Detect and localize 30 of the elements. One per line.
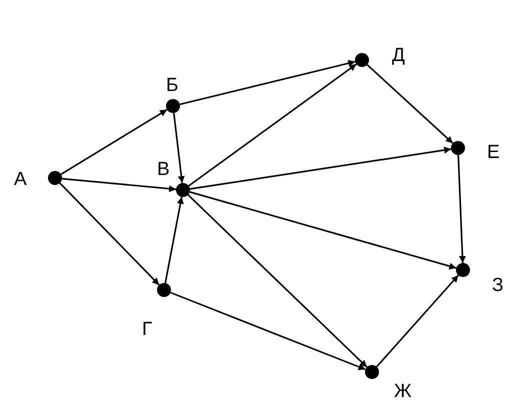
arrow (62, 178, 176, 192)
graph-vertex (166, 99, 180, 113)
graph-vertex (451, 141, 465, 155)
arrow (164, 196, 184, 284)
graph-vertex (456, 263, 470, 277)
vertex-label: Г (142, 320, 152, 339)
graph-vertex (355, 53, 369, 67)
graph-vertex (365, 365, 379, 379)
arrow (60, 108, 168, 176)
arrow (188, 63, 357, 187)
arrow (187, 194, 368, 368)
vertex-label: Ж (394, 382, 412, 400)
vertex-label: В (157, 160, 170, 179)
vertex-label: Б (166, 76, 178, 95)
arrow (173, 112, 185, 184)
arrow (376, 274, 459, 368)
arrow (366, 64, 454, 144)
vertex-label: А (14, 170, 27, 189)
arrow (457, 154, 466, 264)
arrow (170, 292, 366, 370)
graph-vertex (176, 183, 190, 197)
arrow (180, 60, 356, 106)
arrow (190, 191, 456, 270)
arrow (190, 146, 452, 190)
vertex-label: Е (487, 143, 500, 162)
graph-vertex (157, 283, 171, 297)
graph-vertex (48, 171, 62, 185)
vertex-label: Д (392, 46, 405, 65)
vertex-label: З (492, 276, 504, 295)
arrow (59, 182, 160, 286)
